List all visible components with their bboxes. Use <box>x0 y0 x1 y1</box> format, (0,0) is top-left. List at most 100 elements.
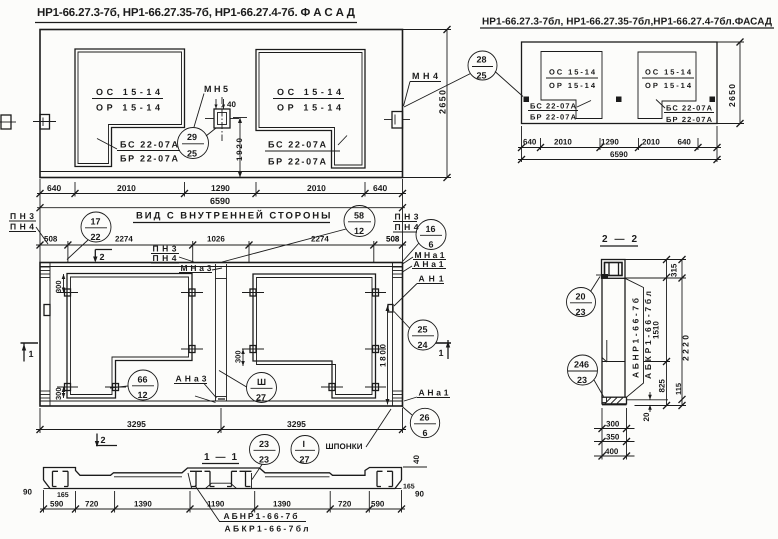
svg-text:1190: 1190 <box>207 500 225 509</box>
svg-text:1026: 1026 <box>207 235 225 244</box>
svg-text:2650: 2650 <box>438 90 448 114</box>
svg-text:БР 22-07А: БР 22-07А <box>268 157 327 167</box>
svg-text:3295: 3295 <box>287 419 306 429</box>
svg-text:1 — 1: 1 — 1 <box>204 452 237 463</box>
svg-text:ШПОНКИ: ШПОНКИ <box>326 442 363 451</box>
svg-text:640: 640 <box>523 138 537 147</box>
svg-text:ПН3: ПН3 <box>10 211 34 221</box>
svg-text:ПН4: ПН4 <box>10 222 34 232</box>
svg-text:28: 28 <box>477 55 487 65</box>
svg-text:МН4: МН4 <box>412 71 438 81</box>
svg-text:22: 22 <box>91 232 101 242</box>
svg-text:165: 165 <box>403 484 415 491</box>
svg-text:1390: 1390 <box>134 500 152 509</box>
svg-text:ВИД С ВНУТРЕННЕЙ СТОРОНЫ: ВИД С ВНУТРЕННЕЙ СТОРОНЫ <box>136 210 332 222</box>
svg-text:24: 24 <box>418 340 428 350</box>
svg-text:БР 22-07А: БР 22-07А <box>666 115 713 124</box>
svg-text:1: 1 <box>439 348 444 358</box>
svg-text:АБКР1-66-7бл: АБКР1-66-7бл <box>643 291 653 379</box>
svg-text:58: 58 <box>354 211 364 221</box>
svg-text:640: 640 <box>373 183 387 193</box>
svg-text:246: 246 <box>574 360 589 370</box>
svg-text:1290: 1290 <box>211 183 230 193</box>
svg-text:90: 90 <box>415 490 424 499</box>
svg-text:25: 25 <box>418 325 428 335</box>
svg-text:Ш: Ш <box>257 377 266 387</box>
svg-text:165: 165 <box>57 492 69 499</box>
svg-text:25: 25 <box>187 149 197 159</box>
svg-text:90: 90 <box>23 488 32 497</box>
svg-text:20: 20 <box>642 412 651 421</box>
svg-text:23: 23 <box>259 455 269 465</box>
svg-text:720: 720 <box>338 500 352 509</box>
svg-text:2010: 2010 <box>642 138 660 147</box>
svg-text:590: 590 <box>50 500 64 509</box>
svg-text:2: 2 <box>101 435 106 445</box>
svg-text:2650: 2650 <box>727 84 737 107</box>
svg-text:АБКР1-66-7бл: АБКР1-66-7бл <box>225 524 309 534</box>
svg-text:300: 300 <box>234 350 243 363</box>
svg-text:12: 12 <box>138 390 148 400</box>
svg-text:825: 825 <box>658 379 667 393</box>
svg-text:I: I <box>303 439 306 449</box>
svg-text:2274: 2274 <box>311 235 329 244</box>
svg-text:315: 315 <box>670 263 679 277</box>
svg-text:27: 27 <box>300 455 310 465</box>
svg-text:17: 17 <box>91 217 101 227</box>
svg-text:6: 6 <box>429 240 434 250</box>
svg-text:БС 22-07А: БС 22-07А <box>666 104 713 113</box>
svg-text:2010: 2010 <box>117 183 136 193</box>
svg-text:40: 40 <box>227 100 236 109</box>
svg-text:2010: 2010 <box>554 138 572 147</box>
svg-text:23: 23 <box>577 375 587 385</box>
svg-text:1290: 1290 <box>601 138 619 147</box>
svg-text:2 — 2: 2 — 2 <box>602 234 637 245</box>
svg-text:2: 2 <box>100 252 105 262</box>
svg-text:БР 22-07А: БР 22-07А <box>530 113 577 122</box>
svg-text:3295: 3295 <box>127 419 146 429</box>
svg-text:300: 300 <box>54 387 63 400</box>
svg-text:16: 16 <box>426 224 436 234</box>
svg-text:НР1-66.27.3-7бл, НР1-66.27.35-: НР1-66.27.3-7бл, НР1-66.27.35-7бл,НР1-66… <box>482 17 772 28</box>
svg-text:66: 66 <box>138 375 148 385</box>
svg-text:640: 640 <box>678 138 692 147</box>
svg-text:115: 115 <box>674 383 683 395</box>
svg-text:МНа1: МНа1 <box>415 250 445 260</box>
svg-text:БР 22-07А: БР 22-07А <box>120 154 179 164</box>
svg-text:АН1: АН1 <box>419 274 444 284</box>
svg-text:23: 23 <box>576 307 586 317</box>
svg-text:6590: 6590 <box>610 150 628 159</box>
svg-text:20: 20 <box>576 292 586 302</box>
svg-text:1800: 1800 <box>379 343 388 367</box>
svg-text:1390: 1390 <box>273 500 291 509</box>
svg-text:300: 300 <box>606 420 620 429</box>
svg-text:640: 640 <box>47 183 61 193</box>
svg-text:6590: 6590 <box>210 196 230 206</box>
svg-text:25: 25 <box>477 71 487 81</box>
svg-text:БС 22-07А: БС 22-07А <box>268 140 327 150</box>
svg-text:ПН4: ПН4 <box>395 222 419 232</box>
svg-text:НР1-66.27.3-7б, НР1-66.27.35-7: НР1-66.27.3-7б, НР1-66.27.35-7б, НР1-66.… <box>37 7 355 19</box>
svg-text:ПН3: ПН3 <box>153 244 177 254</box>
svg-text:27: 27 <box>256 393 266 403</box>
svg-text:МН5: МН5 <box>204 84 228 94</box>
svg-text:1: 1 <box>29 349 34 359</box>
svg-text:6: 6 <box>423 428 428 438</box>
svg-text:400: 400 <box>605 447 619 456</box>
svg-text:2010: 2010 <box>307 183 326 193</box>
svg-text:2274: 2274 <box>115 235 133 244</box>
svg-text:1920: 1920 <box>235 137 244 161</box>
svg-text:590: 590 <box>371 500 385 509</box>
svg-text:26: 26 <box>420 413 430 423</box>
svg-text:23: 23 <box>259 439 269 449</box>
svg-text:508: 508 <box>44 235 58 244</box>
svg-text:40: 40 <box>412 455 421 464</box>
svg-text:12: 12 <box>354 226 364 236</box>
svg-text:29: 29 <box>187 132 197 142</box>
svg-text:508: 508 <box>386 235 400 244</box>
svg-text:МНа3: МНа3 <box>181 263 212 273</box>
svg-text:300: 300 <box>54 280 63 293</box>
svg-text:БС 22-07А: БС 22-07А <box>530 102 577 111</box>
svg-text:1510: 1510 <box>652 321 661 339</box>
svg-text:350: 350 <box>606 433 620 442</box>
